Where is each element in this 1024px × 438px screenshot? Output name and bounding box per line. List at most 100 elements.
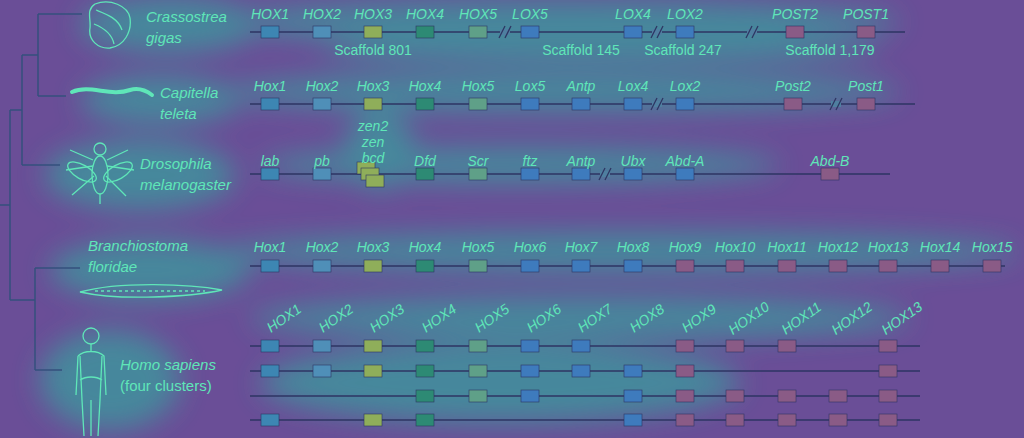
gene-box <box>364 414 382 426</box>
gene-label: Post2 <box>775 78 811 95</box>
gene-box <box>879 414 897 426</box>
gene-box <box>364 340 382 352</box>
break-slash <box>836 98 842 110</box>
chromosome-line <box>250 31 905 33</box>
gene-label: Hox11 <box>767 239 806 256</box>
gene-box <box>521 390 539 402</box>
break-slash <box>499 26 505 38</box>
gene-box <box>778 414 796 426</box>
gene-box <box>261 414 279 426</box>
gene-box <box>261 26 279 38</box>
break-mark <box>651 26 663 38</box>
gene-box <box>416 365 434 377</box>
gene-label: HOX1 <box>251 6 289 23</box>
gene-box <box>879 365 897 377</box>
gene-label: Antp <box>567 78 596 95</box>
gene-label: Lox2 <box>670 78 700 95</box>
gene-label: Antp <box>567 153 596 170</box>
fly-drawing <box>65 158 100 186</box>
glow <box>260 147 780 183</box>
scaffold-label: Scaffold 145 <box>542 42 620 59</box>
gene-label: Hox7 <box>565 239 598 256</box>
gene-box <box>572 168 590 180</box>
gene-box <box>879 340 897 352</box>
gene-box <box>624 414 642 426</box>
fly-drawing <box>101 158 136 186</box>
gene-box <box>416 26 434 38</box>
gene-label: Hox6 <box>514 239 547 256</box>
gene-label: Lox4 <box>618 78 648 95</box>
break-slash <box>746 26 752 38</box>
gene-box <box>726 340 744 352</box>
gene-box <box>857 98 875 110</box>
gene-label: pb <box>314 153 330 170</box>
gene-box <box>521 340 539 352</box>
gene-label: zen2 <box>358 118 388 135</box>
break-mark <box>651 98 663 110</box>
oyster-drawing <box>94 10 122 44</box>
gene-box <box>931 260 949 272</box>
gene-cluster <box>250 260 1005 272</box>
gene-label: ftz <box>523 153 538 170</box>
glow <box>45 140 235 210</box>
gene-label: Hox9 <box>669 239 702 256</box>
human-drawing <box>83 328 99 344</box>
gene-label: Hox15 <box>972 239 1012 256</box>
gene-box <box>983 260 1001 272</box>
break-slash <box>752 26 758 38</box>
break-mark <box>499 26 511 38</box>
gene-box <box>572 98 590 110</box>
gene-label: Hox1 <box>254 78 287 95</box>
gene-box <box>821 168 839 180</box>
gene-box <box>572 365 590 377</box>
gene-box <box>364 365 382 377</box>
tree-branch <box>38 14 82 96</box>
gene-box <box>313 340 331 352</box>
gene-box <box>676 340 694 352</box>
gene-box <box>624 365 642 377</box>
break-mark <box>830 98 842 110</box>
glow <box>220 72 900 112</box>
gene-box <box>521 98 539 110</box>
gene-label: Hox13 <box>868 239 908 256</box>
gene-box <box>364 98 382 110</box>
gene-box <box>829 260 847 272</box>
gene-label: LOX4 <box>615 6 651 23</box>
gene-box <box>521 168 539 180</box>
gene-box <box>624 260 642 272</box>
gene-box <box>879 390 897 402</box>
gene-label: HOX5 <box>459 6 497 23</box>
glow <box>220 232 1020 272</box>
gene-box <box>469 260 487 272</box>
gene-box <box>261 260 279 272</box>
gene-label: Post1 <box>848 78 884 95</box>
gene-label: Abd-A <box>666 153 705 170</box>
gene-box <box>624 168 642 180</box>
gene-label: Hox2 <box>306 78 339 95</box>
gene-box <box>829 390 847 402</box>
lancelet-drawing <box>95 290 205 291</box>
gene-label: Dfd <box>414 153 436 170</box>
break-slash <box>651 98 657 110</box>
chromosome-line <box>250 395 920 397</box>
gene-box <box>784 98 802 110</box>
gene-box <box>261 365 279 377</box>
chromosome-line <box>250 419 920 421</box>
gene-box <box>624 98 642 110</box>
phylogenetic-tree <box>0 14 82 370</box>
gene-box <box>364 26 382 38</box>
gene-box <box>778 260 796 272</box>
gene-box <box>778 390 796 402</box>
break-slash <box>657 98 663 110</box>
gene-box <box>416 414 434 426</box>
gene-box <box>572 340 590 352</box>
gene-box <box>313 168 331 180</box>
gene-box <box>261 98 279 110</box>
oyster-drawing <box>90 2 131 48</box>
glow <box>250 296 910 340</box>
gene-label: bcd <box>362 150 385 167</box>
gene-label: HOX2 <box>303 6 341 23</box>
gene-box <box>857 26 875 38</box>
gene-label: HOX1 <box>264 300 305 336</box>
gene-cluster <box>250 365 920 377</box>
